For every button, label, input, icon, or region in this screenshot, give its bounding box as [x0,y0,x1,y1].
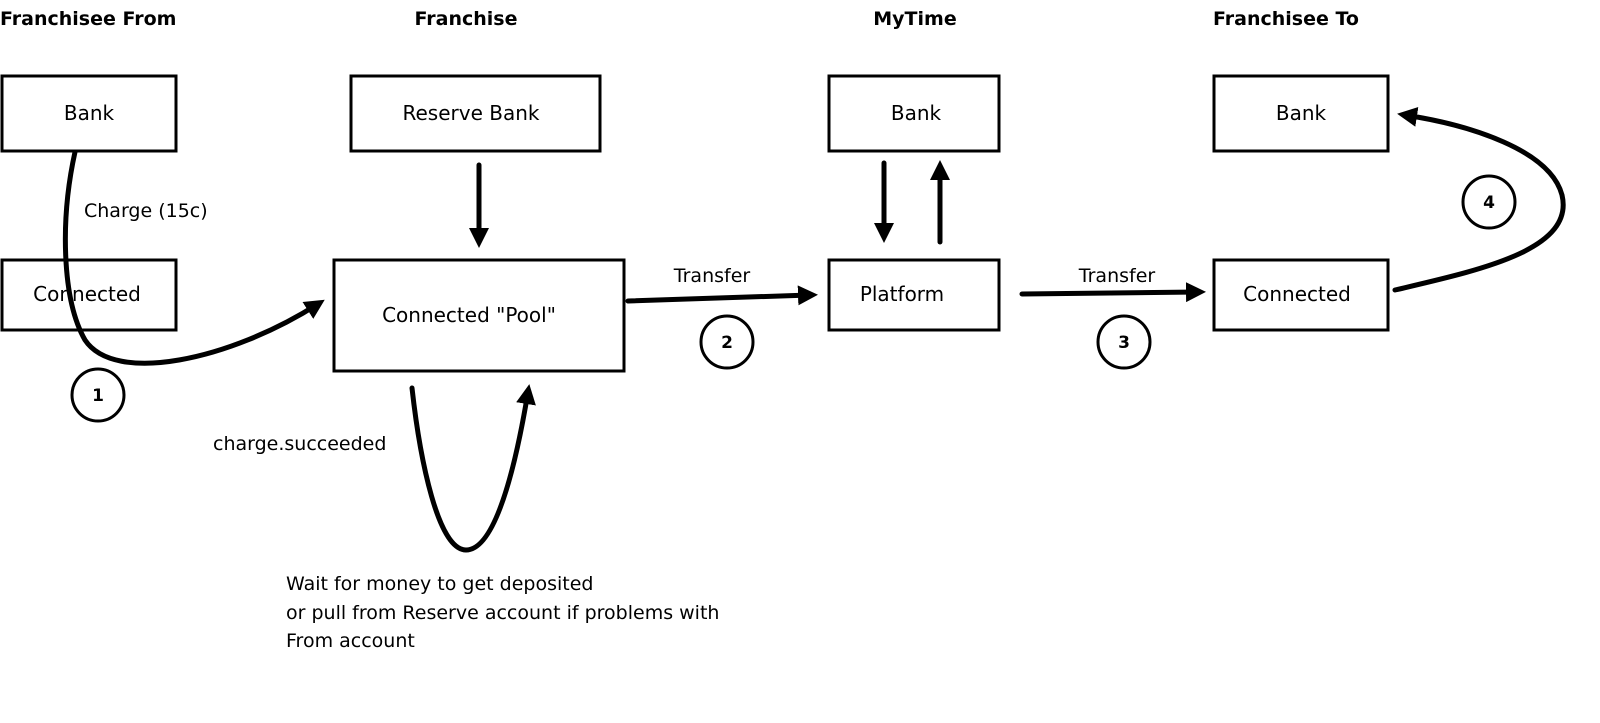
note-text: Wait for money to get deposited or pull … [286,573,719,652]
platform-label: Platform [860,282,944,306]
lane-title-franchisee-to: Franchisee To [1213,8,1359,30]
note-line-3: From account [286,630,415,652]
connected-pool-label: Connected "Pool" [382,303,556,327]
step-1-badge: 1 [70,367,126,423]
lane-title-franchisee-from: Franchisee From [0,8,176,30]
step-3-number: 3 [1118,333,1130,353]
reserve-bank-label: Reserve Bank [403,101,540,125]
lane-title-franchise: Franchise [415,8,518,30]
transfer-label-2: Transfer [1078,265,1156,287]
mytime-bank-box: Bank [827,74,1001,153]
step-4-badge: 4 [1461,174,1517,230]
arrow-transfer-platform-to-connected [1019,282,1206,303]
arrow-connected-to-bank [1392,106,1566,293]
step-2-number: 2 [721,333,733,353]
arrow-charge [62,149,325,366]
to-connected-label: Connected [1243,282,1351,306]
step-4-number: 4 [1483,193,1495,213]
step-2-badge: 2 [699,314,755,370]
to-bank-label: Bank [1276,101,1327,125]
transfer-label-1: Transfer [673,265,751,287]
arrow-transfer-pool-to-platform [625,285,818,306]
to-connected-box: Connected [1212,258,1390,332]
step-1-number: 1 [92,386,104,406]
note-line-2: or pull from Reserve account if problems… [286,602,719,624]
reserve-bank-box: Reserve Bank [349,74,602,153]
from-bank-label: Bank [64,101,115,125]
to-bank-box: Bank [1212,74,1390,153]
arrow-pool-charge-succeeded-loop [409,384,536,553]
from-connected-label: Connected [33,282,141,306]
from-bank-box: Bank [0,74,178,153]
mytime-bank-label: Bank [891,101,942,125]
platform-box: Platform [827,258,1001,332]
note-line-1: Wait for money to get deposited [286,573,593,595]
charge-succeeded-label: charge.succeeded [213,433,386,455]
connected-pool-box: Connected "Pool" [332,258,626,373]
step-3-badge: 3 [1096,314,1152,370]
charge-label: Charge (15c) [84,200,208,222]
from-connected-box: Connected [0,258,178,332]
lane-title-mytime: MyTime [873,8,956,30]
